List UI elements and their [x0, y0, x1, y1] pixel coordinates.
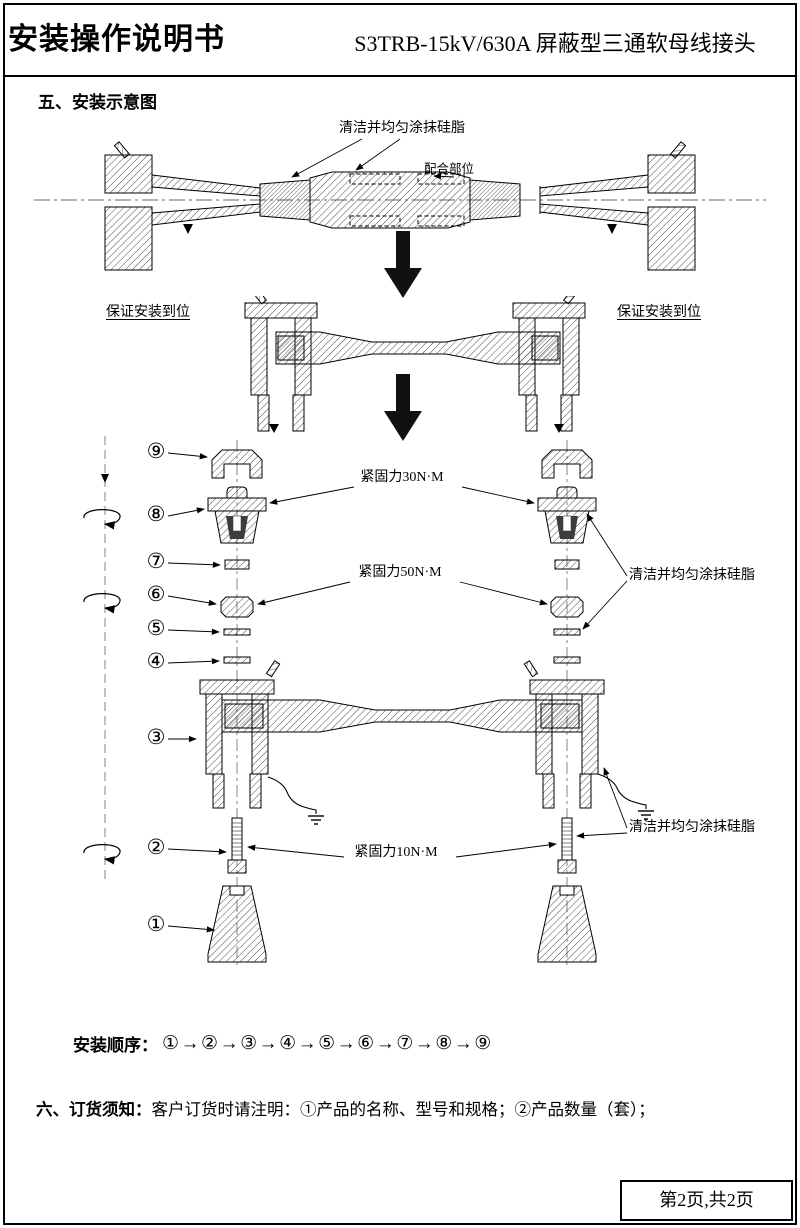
section6-ordering-notes: 六、订货须知：客户订货时请注明：①产品的名称、型号和规格；②产品数量（套）； [36, 1096, 655, 1120]
grease-label-lower: 清洁并均匀涂抹硅脂 [629, 820, 755, 835]
part-balloon-3: ③ [146, 725, 166, 749]
mating-parts-label: 配合部位 [424, 162, 475, 176]
part-balloon-1: ① [146, 912, 166, 936]
part5-washers [223, 628, 581, 636]
assembled-connectors [244, 296, 586, 432]
grease-label-step1: 清洁并均匀涂抹硅脂 [339, 121, 465, 136]
part-balloon-2: ② [146, 835, 166, 859]
doc-title: 安装操作说明书 [8, 23, 225, 56]
stud-threads [232, 822, 572, 856]
ground-symbols [308, 810, 654, 825]
rotation-arrow-icons [83, 509, 121, 865]
section6-heading: 六、订货须知： [36, 1100, 152, 1119]
part-number-leaders [167, 452, 227, 933]
part3-main-body [199, 660, 605, 809]
part8-insulator-nuts [207, 486, 597, 544]
part7-washers [224, 559, 580, 570]
part-balloon-7: ⑦ [146, 549, 166, 573]
down-arrowhead [101, 474, 109, 483]
drain-arrow-right [554, 424, 564, 433]
part-balloon-4: ④ [146, 649, 166, 673]
busbar-cross-section [259, 171, 521, 229]
page-number-box: 第2页,共2页 [620, 1180, 793, 1221]
part9-caps [211, 449, 593, 479]
torque-30-label: 紧固力30N·M [360, 470, 444, 485]
drain-arrow-left [269, 424, 279, 433]
down-arrow-icon [384, 231, 422, 298]
install-order-label: 安装顺序： [73, 1036, 158, 1055]
section5-heading: 五、安装示意图 [38, 93, 157, 112]
grease-label-upper: 清洁并均匀涂抹硅脂 [629, 568, 755, 583]
part-balloon-8: ⑧ [146, 502, 166, 526]
part4-washers [223, 656, 581, 664]
install-order-sequence: ①→②→③→④→⑤→⑥→⑦→⑧→⑨ [162, 1033, 493, 1054]
product-title: S3TRB-15kV/630A 屏蔽型三通软母线接头 [354, 31, 756, 56]
install-order: 安装顺序： ①→②→③→④→⑤→⑥→⑦→⑧→⑨ [73, 1031, 493, 1056]
annotation-leaders [247, 486, 628, 858]
part1-cones [207, 885, 597, 963]
ground-wires [267, 773, 647, 814]
torque-10-label: 紧固力10N·M [354, 845, 438, 860]
assembled-busbar [275, 331, 561, 365]
header-divider [3, 75, 797, 77]
section6-body: 客户订货时请注明：①产品的名称、型号和规格；②产品数量（套）； [151, 1100, 655, 1119]
part-balloon-6: ⑥ [146, 582, 166, 606]
part-balloon-9: ⑨ [146, 439, 166, 463]
torque-50-label: 紧固力50N·M [358, 565, 442, 580]
step1-leader-lines [291, 138, 455, 180]
left-connector-cross-section [104, 141, 261, 271]
right-connector-cross-section [539, 141, 696, 271]
diagram-exploded-drawing [83, 436, 654, 966]
diagram-step1-drawing [34, 138, 766, 271]
ensure-seated-label-right: 保证安装到位 [617, 305, 701, 320]
diagram-step2-drawing [244, 296, 586, 433]
part6-nuts [220, 596, 584, 618]
ensure-seated-label-left: 保证安装到位 [106, 305, 190, 320]
part-balloon-5: ⑤ [146, 616, 166, 640]
down-arrow-icon [384, 374, 422, 441]
